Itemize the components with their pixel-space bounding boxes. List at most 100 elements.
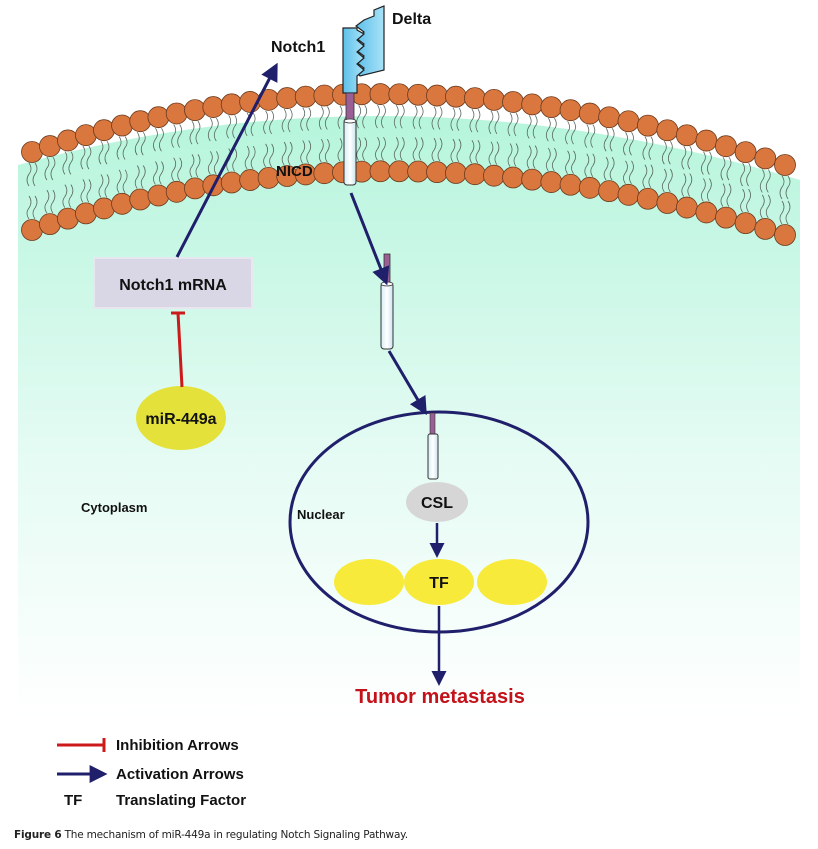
lipid-tail <box>153 161 158 185</box>
lipid-tail <box>526 145 532 169</box>
lipid-tail <box>661 168 667 193</box>
lipid-tail <box>623 160 628 185</box>
lipid-tail <box>603 128 609 152</box>
legend-inhibition-symbol <box>57 738 106 752</box>
lipid-tail <box>122 136 128 160</box>
lipid-tail <box>362 137 368 161</box>
lipid-tail <box>545 117 551 142</box>
lipid-head <box>129 110 152 133</box>
nuclear-label: Nuclear <box>297 507 345 522</box>
inhibition-arrow-mir-to-mrna <box>171 311 185 388</box>
lipid-tail <box>26 195 32 220</box>
lipid-tail <box>324 138 330 163</box>
lipid-tail <box>50 189 56 214</box>
legend-inhibition-label: Inhibition Arrows <box>116 737 239 754</box>
lipid-tail <box>706 151 712 175</box>
lipid-head <box>75 202 97 225</box>
lipid-tail <box>68 184 74 208</box>
lipid-tail <box>740 162 745 187</box>
lipid-tail <box>122 169 128 194</box>
lipid-tail <box>706 178 712 202</box>
lipid-tail <box>318 106 324 130</box>
lipid-tail <box>507 143 513 167</box>
lipid-head <box>754 147 777 170</box>
lipid-tail <box>86 179 92 203</box>
lipid-head <box>165 180 188 203</box>
lipid-head <box>147 106 170 129</box>
lipid-tail <box>189 154 195 178</box>
lipid-tail <box>469 139 475 164</box>
lipid-head <box>617 110 640 133</box>
lipid-head <box>734 141 757 164</box>
lipid-tail <box>507 112 513 137</box>
lipid-tail <box>134 165 140 189</box>
lipid-tail <box>437 137 443 162</box>
lipid-head <box>502 166 524 189</box>
lipid-tail <box>26 162 32 187</box>
lipid-head <box>483 88 505 111</box>
lipid-head <box>774 154 796 176</box>
lipid-tail <box>609 156 615 181</box>
lipid-head <box>695 129 718 152</box>
lipid-tail <box>306 140 312 164</box>
lipid-head <box>184 99 206 122</box>
lipid-tail <box>116 169 122 194</box>
lipid-head <box>147 184 170 207</box>
lipid-tail <box>171 124 177 148</box>
nicd-nuclear-tail <box>429 412 436 437</box>
lipid-tail <box>177 124 183 148</box>
lipid-head <box>578 102 601 125</box>
activation-arrow-nicd-to-nucleus <box>387 350 427 416</box>
lipid-head <box>521 168 544 191</box>
lipid-tail <box>356 137 362 161</box>
mir-449a-label: miR-449a <box>145 411 216 428</box>
csl-label: CSL <box>421 495 453 512</box>
lipid-head <box>220 93 243 116</box>
lipid-tail <box>681 146 687 170</box>
lipid-tail <box>642 164 648 188</box>
lipid-tail <box>475 108 481 133</box>
lipid-tail <box>667 168 673 193</box>
lipid-head <box>521 93 544 116</box>
lipid-tail <box>418 105 424 129</box>
lipid-tail <box>306 107 312 131</box>
lipid-tail <box>720 156 726 181</box>
lipid-tail <box>431 106 437 130</box>
lipid-tail <box>629 132 634 156</box>
lipid-tail <box>98 140 104 165</box>
lipid-tail <box>44 189 50 214</box>
notch1-mrna-box <box>93 257 253 309</box>
lipid-head <box>656 192 679 214</box>
lipid-tail <box>399 137 405 161</box>
lipid-head <box>111 192 133 215</box>
lipid-tail <box>356 105 362 129</box>
lipid-tail <box>375 104 380 129</box>
lipid-tail <box>765 169 771 193</box>
lipid-tail <box>681 173 687 197</box>
lipid-head <box>578 176 601 199</box>
lipid-tail <box>687 173 693 197</box>
lipid-head <box>598 180 621 203</box>
lipid-head <box>313 84 336 107</box>
lipid-tail <box>412 105 418 129</box>
lipid-tail <box>648 136 654 160</box>
lipid-tail <box>62 151 68 175</box>
notch-pathway-diagram: Delta Notch1 NICD Notch1 mRNA miR-449a C… <box>18 5 800 809</box>
lipid-head <box>464 87 486 110</box>
lipid-head <box>202 96 225 118</box>
notch1-mrna-label: Notch1 mRNA <box>119 277 227 294</box>
lipid-tail <box>375 137 380 161</box>
lipid-tail <box>232 115 238 139</box>
cytoplasm-label: Cytoplasm <box>81 500 147 515</box>
lipid-tail <box>488 141 494 165</box>
delta-label: Delta <box>392 11 431 28</box>
lipid-tail <box>642 136 648 160</box>
lipid-tail <box>740 188 745 213</box>
lipid-tail <box>104 140 110 165</box>
lipid-tail <box>140 131 146 156</box>
lipid-tail <box>244 145 250 170</box>
lipid-tail <box>412 137 418 161</box>
lipid-tail <box>603 156 609 181</box>
lipid-head <box>715 206 737 229</box>
lipid-head <box>675 124 698 147</box>
